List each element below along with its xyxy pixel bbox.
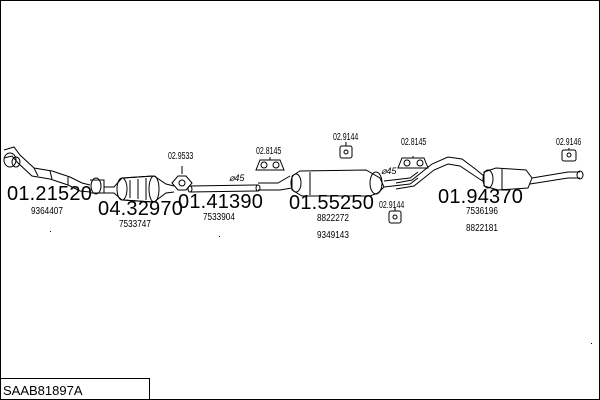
- reference-number: 8822181: [466, 223, 498, 234]
- catalytic-converter-part: [104, 175, 175, 203]
- fitting-number: 02.8145: [401, 137, 427, 148]
- pipe-diameter-label: ⌀45: [229, 173, 245, 183]
- reference-number: 7536196: [466, 206, 498, 217]
- intermediate-pipe-part: [187, 184, 261, 193]
- speck: [591, 343, 592, 344]
- clamp-part: [561, 149, 577, 162]
- pipe-diameter-label: ⌀45: [381, 166, 397, 176]
- fitting-number: 02.9144: [333, 132, 359, 143]
- center-muffler-part: [258, 169, 419, 197]
- part-number-catalytic-converter: 04.32970: [98, 198, 184, 220]
- rubber-hanger-part: [397, 157, 429, 169]
- fitting-number: 02.8145: [256, 146, 282, 157]
- flange-connector: [90, 177, 105, 195]
- speck: [50, 231, 51, 232]
- fitting-number: 02.9533: [168, 151, 194, 162]
- reference-number: 7533747: [119, 219, 151, 230]
- rubber-hanger-part: [255, 159, 285, 171]
- part-number-center-muffler: 01.55250: [289, 192, 375, 214]
- diagram-code-box: SAAB81897A: [0, 378, 150, 399]
- part-number-intermediate-pipe: 01.41390: [178, 191, 264, 213]
- front-pipe-part: [3, 146, 91, 193]
- reference-number: 9364407: [31, 206, 63, 217]
- fitting-number: 02.9146: [556, 137, 582, 148]
- part-number-rear-silencer: 01.94370: [438, 186, 524, 208]
- reference-number: 9349143: [317, 230, 349, 241]
- reference-number: 7533904: [203, 212, 235, 223]
- diagram-code: SAAB81897A: [3, 383, 83, 398]
- gasket-part: [171, 175, 193, 191]
- part-number-front-pipe: 01.21520: [7, 183, 93, 205]
- clamp-part: [339, 145, 353, 159]
- clamp-part: [388, 210, 402, 224]
- fitting-number: 02.9144: [379, 200, 405, 211]
- speck: [219, 236, 220, 237]
- reference-number: 8822272: [317, 213, 349, 224]
- rear-silencer-part: [395, 156, 584, 191]
